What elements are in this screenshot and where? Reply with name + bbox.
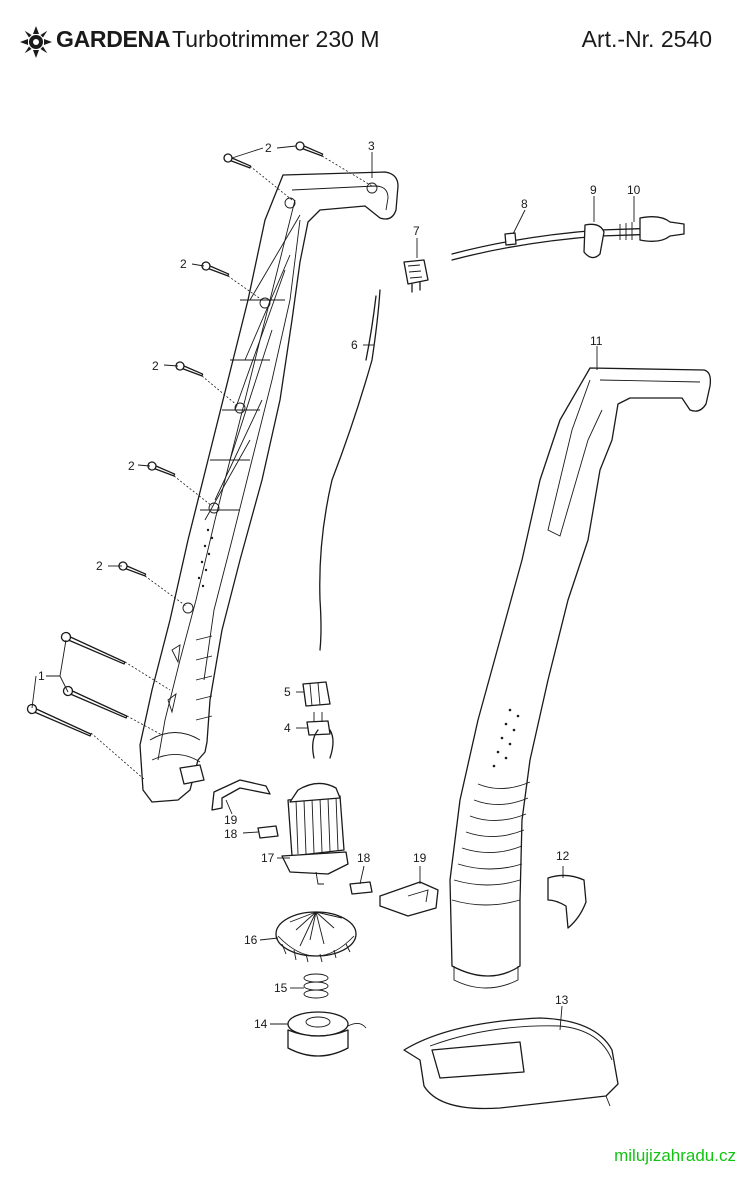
callout-19b: 19: [413, 851, 427, 865]
article-number: Art.-Nr. 2540: [581, 26, 712, 52]
model-name: Turbotrimmer 230 M: [172, 26, 380, 52]
handle-tube: [449, 367, 712, 989]
switch-assembly: [302, 681, 331, 736]
callout-12: 12: [556, 849, 570, 863]
callout-18b: 18: [357, 851, 371, 865]
internal-wire: [319, 289, 381, 651]
power-cord: [451, 216, 685, 261]
callout-16: 16: [244, 933, 258, 947]
callout-6: 6: [351, 338, 358, 352]
gardena-flower-logo-icon: [20, 26, 52, 58]
motor: [281, 729, 349, 885]
callout-leaders: [31, 145, 635, 1031]
clamp-bracket-left: [211, 779, 271, 811]
callout-4: 4: [284, 721, 291, 735]
callout-8: 8: [521, 197, 528, 211]
callout-14: 14: [254, 1017, 268, 1031]
long-screws: [26, 631, 171, 781]
callout-18a: 18: [224, 827, 238, 841]
housing-shell: [139, 171, 399, 803]
brush-holder-left: [257, 825, 279, 839]
callout-19a: 19: [224, 813, 238, 827]
cooling-fan: [275, 911, 357, 963]
callout-labels: 1 2 2 2 2 2 3 4 5 6 7 8 9 10 11 12 13 14…: [38, 139, 641, 1031]
terminal-block: [403, 259, 429, 293]
callout-2a: 2: [265, 141, 272, 155]
callout-5: 5: [284, 685, 291, 699]
brand-name: GARDENA: [56, 26, 171, 52]
callout-11: 11: [590, 334, 603, 348]
callout-17: 17: [261, 851, 275, 865]
callout-2b: 2: [180, 257, 187, 271]
callout-3: 3: [368, 139, 375, 153]
callout-1: 1: [38, 669, 45, 683]
callout-2e: 2: [96, 559, 103, 573]
tube-sleeve: [547, 874, 587, 929]
protective-guard: [403, 1017, 619, 1110]
callout-10: 10: [627, 183, 641, 197]
callout-13: 13: [555, 993, 569, 1007]
callout-15: 15: [274, 981, 288, 995]
housing-screws: [118, 141, 373, 607]
brush-holder-right: [349, 881, 373, 895]
callout-9: 9: [590, 183, 597, 197]
spring: [303, 973, 329, 999]
clamp-bracket-right: [379, 881, 439, 917]
callout-7: 7: [413, 224, 420, 238]
line-spool: [287, 1011, 367, 1057]
website-link[interactable]: milujizahradu.cz: [614, 1146, 736, 1165]
page-header: GARDENA Turbotrimmer 230 M Art.-Nr. 2540: [0, 0, 750, 70]
callout-2d: 2: [128, 459, 135, 473]
callout-2c: 2: [152, 359, 159, 373]
